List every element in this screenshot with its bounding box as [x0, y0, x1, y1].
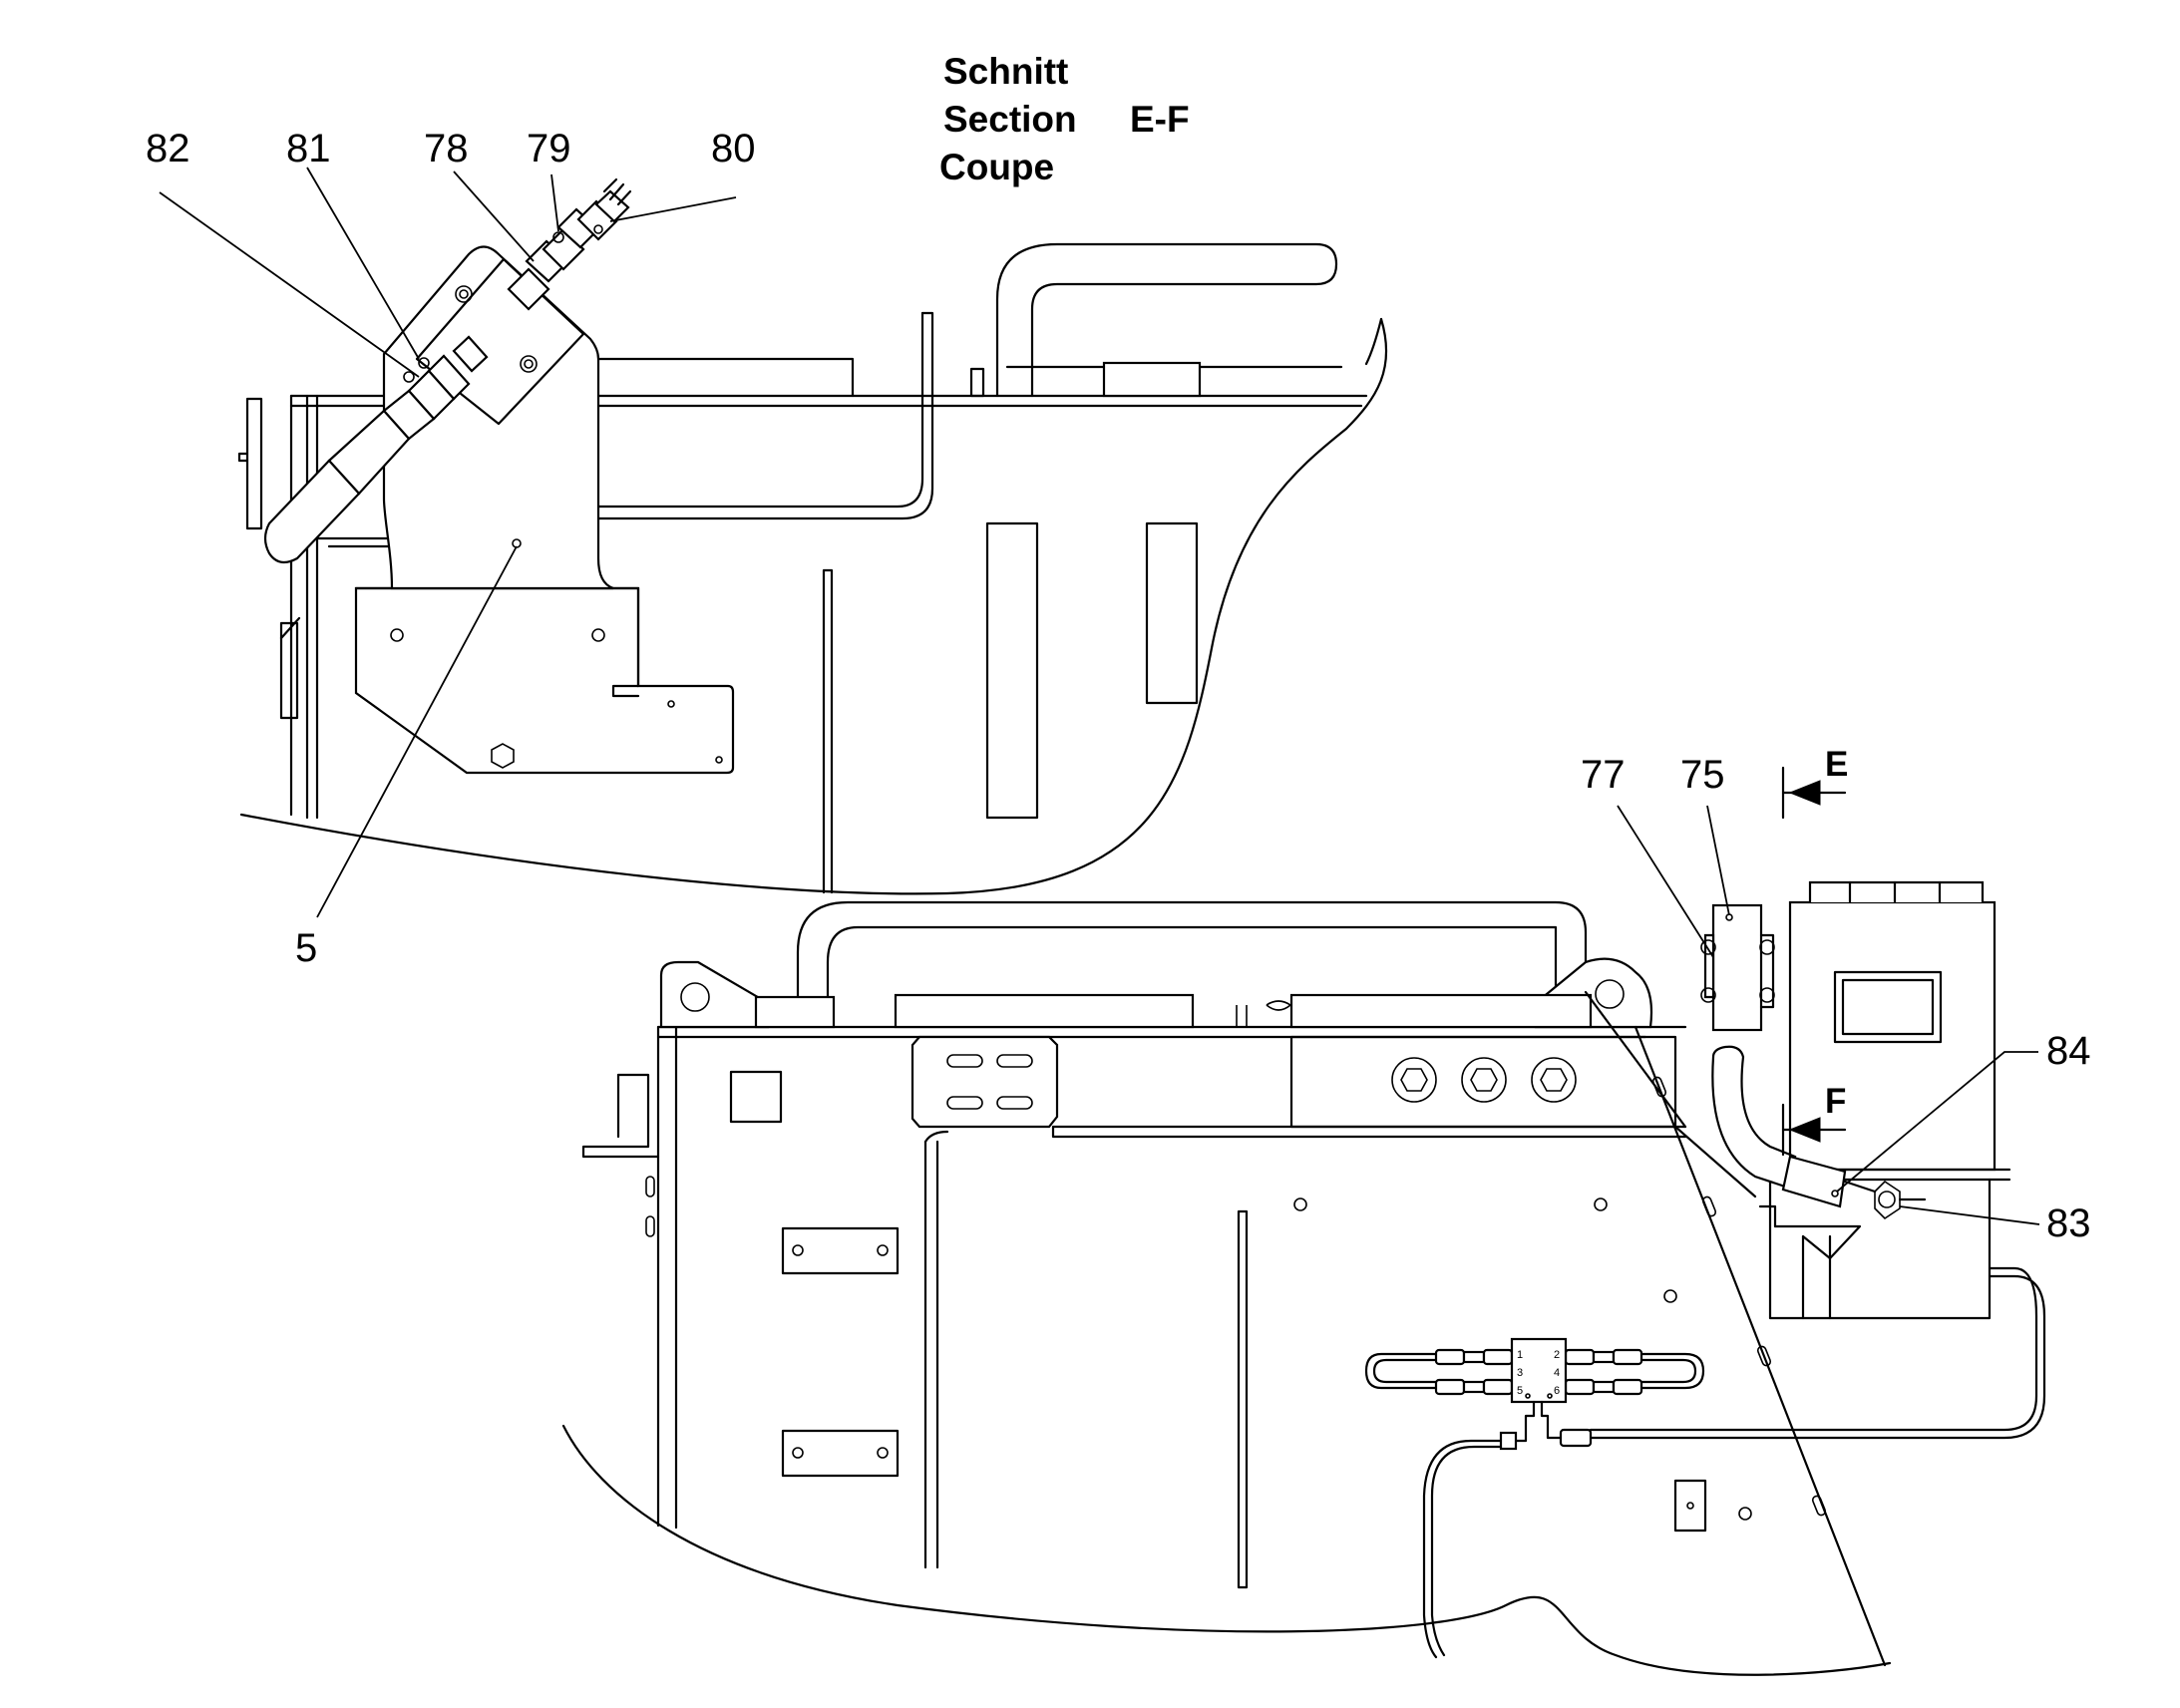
title-line-coupe: Coupe	[939, 147, 1054, 187]
cutout-upper	[781, 1226, 900, 1275]
callout-80: 80	[711, 127, 756, 171]
cover-plate	[910, 1035, 1059, 1129]
tank-slot-right	[1145, 521, 1199, 705]
section-title: Schnitt Section Coupe E-F	[939, 51, 1190, 187]
pin-1: 1	[1517, 1349, 1523, 1361]
callout-83: 83	[2046, 1201, 2091, 1245]
section-marker-f: F	[1781, 1082, 1846, 1157]
title-line-schnitt: Schnitt	[943, 51, 1068, 92]
pin-4: 4	[1554, 1367, 1560, 1379]
mounting-plate	[354, 586, 735, 775]
callout-5: 5	[295, 926, 317, 970]
hose-end	[263, 459, 361, 564]
fitting-78-79-80	[507, 177, 632, 311]
callouts-lower: 77 75 84 83	[1581, 753, 2091, 1245]
callout-75: 75	[1680, 753, 1725, 797]
title-line-section: Section	[943, 99, 1077, 140]
callouts-upper: 82 81 78 79 80 5	[146, 127, 756, 970]
callout-82: 82	[146, 127, 190, 171]
callout-79: 79	[527, 127, 571, 171]
junction-box: 1 2 3 4 5 6	[1364, 1337, 1705, 1659]
bracket-75	[1711, 903, 1763, 1032]
section-letter-f: F	[1825, 1082, 1846, 1121]
pin-2: 2	[1554, 1349, 1560, 1361]
callout-78: 78	[424, 127, 469, 171]
pin-3: 3	[1517, 1367, 1523, 1379]
junction-box-body	[1510, 1337, 1568, 1404]
upper-section-view	[237, 177, 1388, 895]
section-marker-e: E	[1781, 745, 1848, 820]
section-id: E-F	[1130, 99, 1190, 140]
rail-clamp	[1102, 361, 1202, 398]
lifting-lug-left	[659, 960, 770, 1029]
callout-77: 77	[1581, 753, 1626, 797]
lower-assembly-view	[561, 900, 1892, 1676]
callout-84: 84	[2046, 1029, 2091, 1073]
callout-81: 81	[286, 127, 331, 171]
bolt-housing	[1289, 1035, 1677, 1129]
tank-slot-left	[985, 521, 1039, 820]
pin-6: 6	[1554, 1385, 1560, 1397]
cutout-lower	[781, 1429, 900, 1478]
section-letter-e: E	[1825, 745, 1848, 784]
right-tank-box	[1589, 880, 2046, 1440]
hose-bend	[1711, 1045, 1797, 1189]
leaders-upper	[159, 167, 737, 918]
leaders-lower	[1617, 805, 2040, 1225]
fitting-81-82	[382, 335, 489, 441]
pin-5: 5	[1517, 1385, 1523, 1397]
